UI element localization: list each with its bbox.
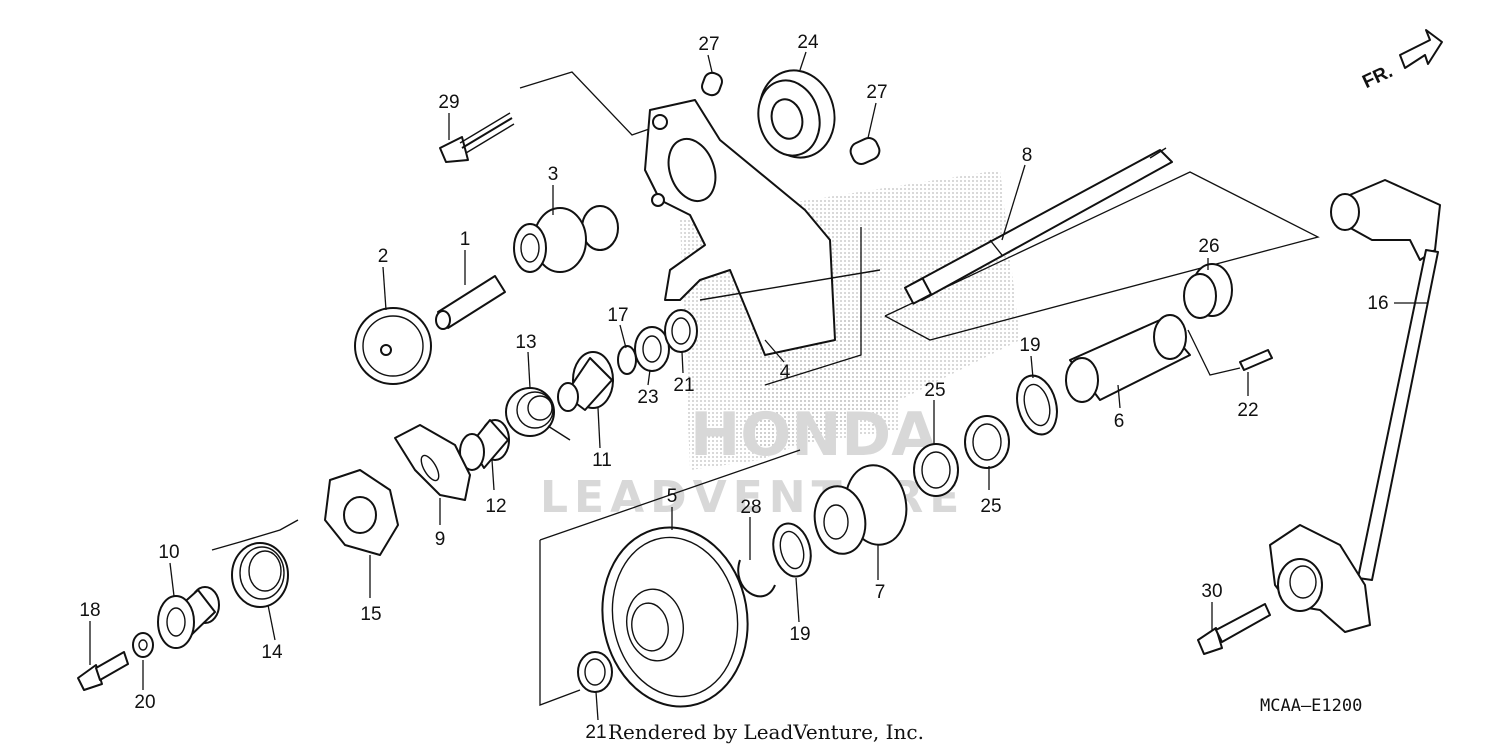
callout-11: 11 xyxy=(592,450,612,471)
callout-14: 14 xyxy=(261,642,283,663)
part-washer-19b xyxy=(1016,374,1058,436)
part-kick-arm-16 xyxy=(1269,179,1441,633)
part-washer-21a xyxy=(664,309,698,353)
part-clip-28 xyxy=(737,559,776,598)
callout-10: 10 xyxy=(158,542,179,563)
callout-3: 3 xyxy=(548,164,559,185)
callout-22: 22 xyxy=(1237,400,1258,421)
part-gear-3 xyxy=(513,205,619,273)
part-sleeve-6 xyxy=(1065,314,1191,403)
callout-4: 4 xyxy=(780,362,791,383)
part-dowel-27b xyxy=(849,137,881,165)
callout-19b: 19 xyxy=(1019,335,1040,356)
callout-28: 28 xyxy=(740,497,761,518)
part-dowel-27a xyxy=(701,71,723,97)
part-plate-9 xyxy=(394,424,471,501)
callout-18: 18 xyxy=(79,600,100,621)
callout-30: 30 xyxy=(1201,581,1222,602)
group-outlines xyxy=(519,71,1320,706)
callout-21a: 21 xyxy=(673,375,694,396)
part-pin-22 xyxy=(1187,329,1273,376)
callout-29: 29 xyxy=(438,92,459,113)
part-bearing-23 xyxy=(634,326,670,372)
callout-23: 23 xyxy=(637,387,658,408)
leader-lines xyxy=(89,51,1428,721)
callout-26: 26 xyxy=(1198,236,1219,257)
part-bearing-25b xyxy=(964,415,1010,469)
callout-19a: 19 xyxy=(789,624,810,645)
diagram-code: MCAA–E1200 xyxy=(1260,696,1362,716)
callout-25a: 25 xyxy=(924,380,945,401)
part-bracket xyxy=(644,99,881,356)
callout-6: 6 xyxy=(1114,411,1125,432)
part-washer-20 xyxy=(132,632,154,658)
callout-9: 9 xyxy=(435,529,446,550)
render-credit: Rendered by LeadVenture, Inc. xyxy=(608,720,924,744)
callout-1: 1 xyxy=(460,229,471,250)
part-collar-11 xyxy=(557,351,614,412)
callout-8: 8 xyxy=(1022,145,1033,166)
part-gear-2 xyxy=(354,307,432,385)
callout-5: 5 xyxy=(667,486,678,507)
part-bolt-30 xyxy=(1197,603,1271,655)
callout-2: 2 xyxy=(378,246,389,267)
part-washer-19a xyxy=(772,522,812,578)
part-ratchet-15 xyxy=(324,469,399,556)
part-washer-21b xyxy=(577,651,613,693)
part-bolt-29 xyxy=(439,112,515,163)
part-bearing-25a xyxy=(913,443,959,497)
part-collar-10 xyxy=(157,586,220,649)
callout-15: 15 xyxy=(360,604,381,625)
callout-12: 12 xyxy=(485,496,506,517)
part-bushing-26 xyxy=(1183,263,1233,319)
callout-16: 16 xyxy=(1367,293,1388,314)
front-direction-arrow xyxy=(1399,29,1443,69)
callout-25b: 25 xyxy=(980,496,1001,517)
callout-24: 24 xyxy=(797,32,819,53)
callout-13: 13 xyxy=(515,332,536,353)
part-bearing-24 xyxy=(757,69,836,159)
callout-17: 17 xyxy=(607,305,628,326)
callout-7: 7 xyxy=(875,582,886,603)
callout-27b: 27 xyxy=(866,82,887,103)
callout-27a: 27 xyxy=(698,34,719,55)
part-gear-7 xyxy=(813,464,908,555)
callout-20: 20 xyxy=(134,692,155,713)
part-pin-1 xyxy=(435,275,506,330)
part-shaft xyxy=(903,147,1173,305)
callout-21b: 21 xyxy=(585,722,606,743)
callouts: 27 24 27 29 3 2 1 8 4 17 23 21 13 11 12 … xyxy=(79,32,1388,743)
part-collar-12 xyxy=(459,419,510,471)
part-washer-17 xyxy=(617,345,637,375)
part-gear-5 xyxy=(601,526,749,708)
direction-label: FR. xyxy=(1359,61,1396,93)
watermark-brand: HONDA xyxy=(690,400,938,470)
part-spring-13 xyxy=(505,387,571,441)
part-spring-14 xyxy=(211,519,299,608)
part-bolt-18 xyxy=(77,651,129,691)
